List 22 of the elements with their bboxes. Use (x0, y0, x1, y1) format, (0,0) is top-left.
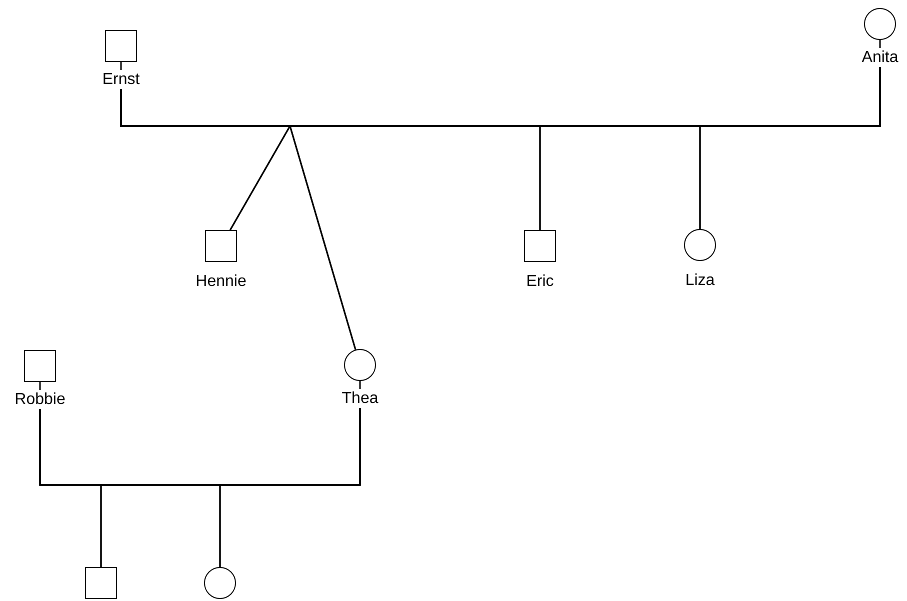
person-square (85, 567, 117, 599)
pedigree-line (879, 40, 881, 48)
pedigree-line (39, 382, 41, 390)
person-name: Hennie (196, 272, 246, 291)
person-name: Anita (862, 48, 898, 67)
person-circle (864, 8, 896, 40)
person-square (24, 350, 56, 382)
pedigree-line (219, 408, 361, 567)
person-circle (344, 349, 376, 381)
person-square (205, 230, 237, 262)
person-square (524, 230, 556, 262)
pedigree-line (120, 62, 122, 70)
pedigree-line (699, 67, 881, 229)
pedigree-line (359, 381, 361, 389)
person-name: Liza (685, 271, 715, 290)
person-name: Robbie (14, 390, 66, 409)
person-circle (204, 567, 236, 599)
person-square (105, 30, 137, 62)
person-name: Eric (526, 272, 554, 291)
person-circle (684, 229, 716, 261)
person-name: Thea (342, 389, 378, 408)
person-name: Ernst (102, 70, 140, 89)
